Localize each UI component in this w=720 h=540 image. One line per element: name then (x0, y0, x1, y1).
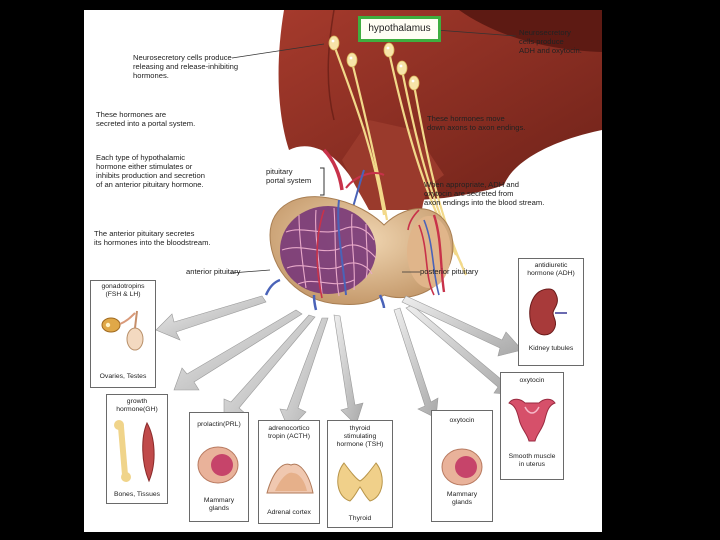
anterior-lobe (280, 199, 377, 299)
bone-muscle-icon (114, 420, 155, 483)
target-label: Ovaries, Testes (99, 373, 147, 380)
target-box-tsh: thyroid stimulating hormone (TSH) Thyroi… (327, 420, 393, 528)
anterior-secretion-label: The anterior pituitary secretes its horm… (94, 229, 211, 247)
neurosecretory-release-label: Neurosecretory cells produce releasing a… (133, 53, 239, 80)
mammary-gland-icon (197, 446, 239, 484)
hormone-arrows (155, 295, 523, 431)
hormone-label: adrenocortico tropin (ACTH) (268, 425, 310, 440)
target-label: Smooth muscle in uterus (508, 453, 556, 468)
hypothalamus-label: hypothalamus (358, 16, 441, 42)
target-label: Thyroid (348, 515, 372, 522)
thyroid-icon (337, 462, 383, 502)
target-label: Mammary glands (446, 491, 478, 506)
hormone-label: oxytocin (449, 417, 475, 424)
hormone-label: thyroid stimulating hormone (TSH) (336, 425, 384, 448)
target-box-acth: adrenocortico tropin (ACTH) Adrenal cort… (258, 420, 320, 524)
diagram-canvas: hypothalamus Neurosecretory cells produc… (84, 10, 602, 532)
hormone-label: growth hormone(GH) (116, 398, 158, 413)
mammary-gland-icon (441, 448, 483, 486)
target-box-growth-hormone: growth hormone(GH) Bones, Tissues (106, 394, 168, 504)
adh-secretion-label: When appropriate, ADH and oxytocin are s… (424, 180, 545, 207)
pituitary-illustration (155, 10, 602, 431)
hormone-label: oxytocin (519, 377, 545, 384)
target-box-adh: antidiuretic hormone (ADH) Kidney tubule… (518, 258, 584, 366)
target-box-oxytocin-uterus: oxytocin Smooth muscle in uterus (500, 372, 564, 480)
axon-endings-label: These hormones move down axons to axon e… (427, 114, 526, 132)
hormone-label: antidiuretic hormone (ADH) (527, 262, 575, 277)
neurosecretory-adh-label: Neurosecretory cells produce ADH and oxy… (519, 28, 582, 55)
target-box-prolactin: prolactin(PRL) Mammary glands (189, 412, 249, 522)
kidney-icon (529, 288, 567, 336)
target-label: Adrenal cortex (267, 509, 311, 516)
posterior-pituitary-label: posterior pituitary (420, 267, 479, 276)
posterior-lobe (407, 209, 451, 296)
target-label: Kidney tubules (528, 345, 574, 352)
hormone-label: prolactin(PRL) (197, 421, 241, 428)
uterus-icon (508, 398, 556, 442)
adrenal-icon (266, 463, 314, 494)
hormone-regulation-label: Each type of hypothalamic hormone either… (96, 153, 205, 189)
portal-secretion-label: These hormones are secreted into a porta… (96, 110, 196, 128)
ovary-testes-icon (101, 310, 144, 351)
target-label: Mammary glands (203, 497, 235, 512)
hormone-label: gonadotropins (FSH & LH) (101, 283, 145, 298)
pituitary-portal-label: pituitary portal system (266, 167, 312, 185)
target-box-oxytocin-mammary: oxytocin Mammary glands (431, 410, 493, 522)
anterior-pituitary-label: anterior pituitary (186, 267, 241, 276)
target-label: Bones, Tissues (113, 491, 161, 498)
target-box-gonadotropins: gonadotropins (FSH & LH) Ovaries, Testes (90, 280, 156, 388)
